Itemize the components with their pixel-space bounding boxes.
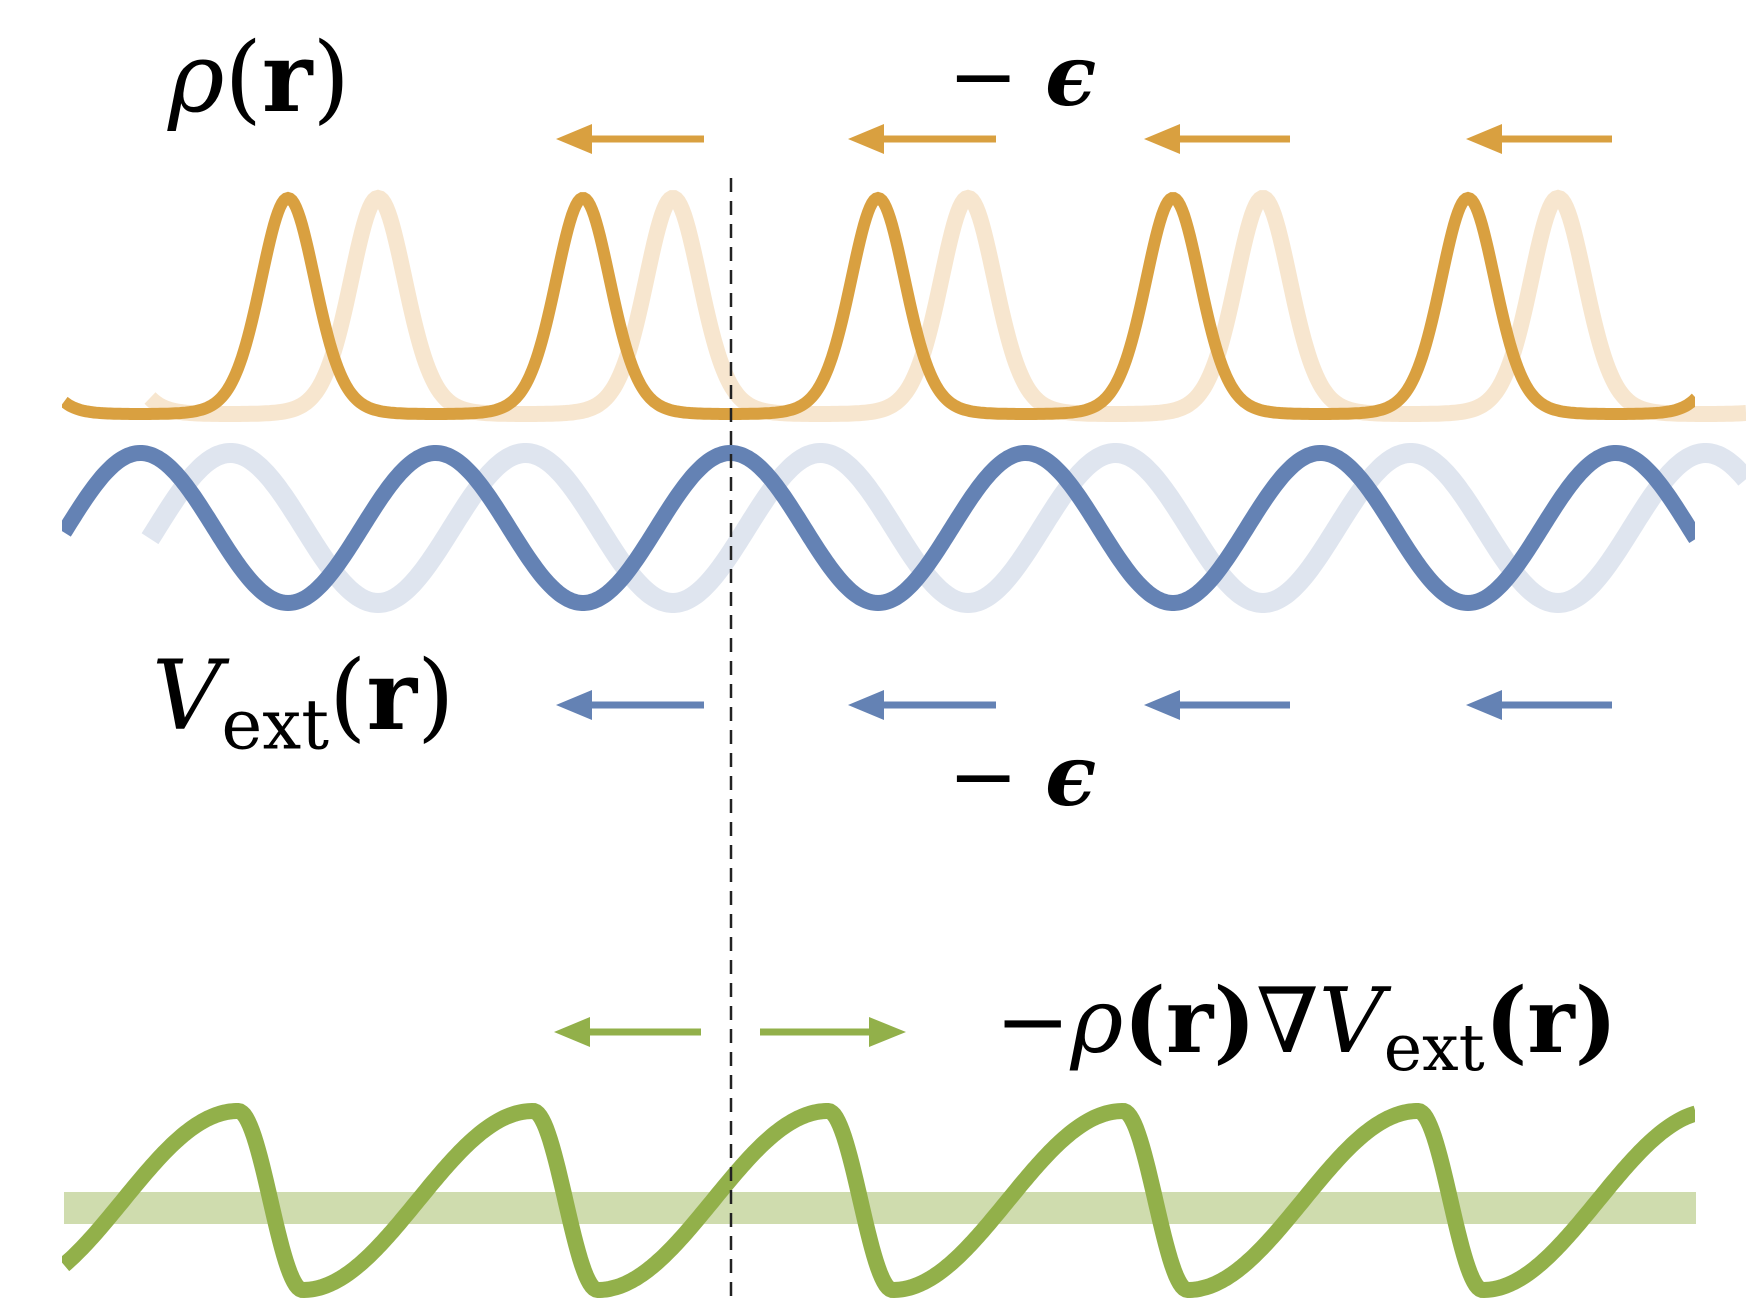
force-arrow-left xyxy=(554,1017,701,1047)
force-arrows xyxy=(554,1017,906,1047)
position-vector: r xyxy=(366,639,418,752)
potential-curve xyxy=(62,445,1695,612)
potential-shift-label: − ϵ xyxy=(948,734,1096,819)
epsilon-symbol: ϵ xyxy=(1045,26,1097,125)
shift-arrow xyxy=(1144,690,1290,720)
density-shifted-curve xyxy=(144,189,1746,422)
force-curve xyxy=(62,1102,1695,1299)
minus-sign: − xyxy=(995,969,1071,1074)
shift-arrow xyxy=(1144,124,1290,154)
paren-open: ( xyxy=(328,640,367,752)
position-argument: (r) xyxy=(1484,968,1618,1074)
density-curve xyxy=(62,191,1695,420)
ext-subscript: ext xyxy=(1383,1011,1485,1087)
v-symbol: V xyxy=(1318,969,1384,1074)
potential-shifted-curve xyxy=(141,443,1746,614)
position-vector: r xyxy=(261,21,313,134)
density-label: ρ(r) xyxy=(168,30,350,127)
minus-sign: − xyxy=(948,727,1019,825)
force-label: −ρ(r)∇Vext(r) xyxy=(995,976,1617,1082)
force-baseline-band xyxy=(64,1192,1696,1224)
density-shift-arrows xyxy=(556,124,1612,154)
rho-symbol: ρ xyxy=(1070,969,1124,1074)
position-argument: (r) xyxy=(1123,968,1256,1074)
ext-subscript: ext xyxy=(221,685,329,766)
shift-arrow xyxy=(556,124,704,154)
potential-label: Vext(r) xyxy=(152,648,454,760)
shift-arrow xyxy=(848,124,996,154)
shift-arrow xyxy=(848,690,996,720)
shift-arrow xyxy=(556,690,704,720)
v-symbol: V xyxy=(152,640,222,752)
paren-open: ( xyxy=(224,22,262,134)
paren-close: ) xyxy=(417,640,455,752)
shift-arrow xyxy=(1466,124,1612,154)
potential-shift-arrows xyxy=(556,690,1612,720)
force-arrow-right xyxy=(760,1017,906,1047)
epsilon-symbol: ϵ xyxy=(1045,726,1097,825)
minus-sign: − xyxy=(948,27,1019,125)
shift-arrow xyxy=(1466,690,1612,720)
rho-symbol: ρ xyxy=(168,22,225,134)
nabla-symbol: ∇ xyxy=(1255,969,1319,1074)
paren-close: ) xyxy=(312,22,350,134)
density-shift-label: − ϵ xyxy=(948,34,1096,119)
